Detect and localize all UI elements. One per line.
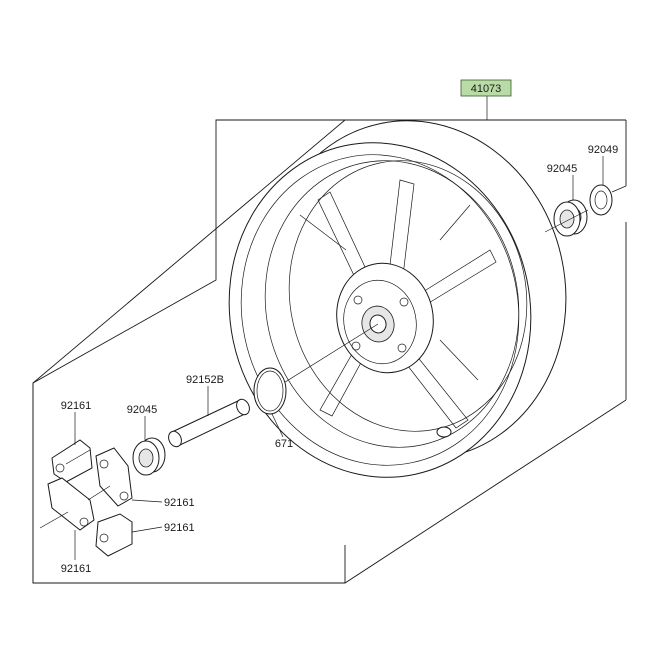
damper-top-label[interactable]: 92161 <box>61 400 92 412</box>
spokes <box>299 179 497 429</box>
bearing-left <box>132 437 166 476</box>
part-labels: 41073 92049 92045 92152B 92045 671 92161… <box>61 79 619 575</box>
valve-stem <box>436 426 452 438</box>
leader-lines <box>74 96 604 560</box>
wheel-assembly-callout-box <box>460 79 512 97</box>
damper-bottom <box>95 513 133 557</box>
damper-bottom-label[interactable]: 92161 <box>61 563 92 575</box>
spoke-5 <box>319 339 371 417</box>
o-ring <box>253 367 287 415</box>
axis-line-right <box>544 209 589 233</box>
damper-low-label[interactable]: 92161 <box>164 522 195 534</box>
assembly-frame <box>32 119 627 584</box>
axle-sleeve <box>168 398 250 448</box>
wheel-rim <box>228 120 567 478</box>
o-ring-label[interactable]: 671 <box>275 438 293 450</box>
bearing-right-label[interactable]: 92045 <box>547 163 578 175</box>
bearing-left-label[interactable]: 92045 <box>127 404 158 416</box>
bearing-right <box>553 199 588 237</box>
seal-right-label[interactable]: 92049 <box>588 144 619 156</box>
spoke-3 <box>409 249 497 313</box>
damper-top <box>51 439 93 483</box>
damper-mid <box>95 447 133 507</box>
wheel-assembly-label[interactable]: 41073 <box>471 83 502 95</box>
spoke-2 <box>387 179 415 285</box>
rim-inner-front <box>240 154 520 466</box>
axle-sleeve-label[interactable]: 92152B <box>186 374 224 386</box>
rim-well <box>264 160 520 448</box>
damper-rubbers <box>39 439 133 557</box>
frame-back-edge <box>32 119 345 384</box>
damper-mid-label[interactable]: 92161 <box>164 497 195 509</box>
hub-flange <box>343 279 417 365</box>
spoke-4 <box>393 339 469 429</box>
rim-inner-back <box>288 160 528 432</box>
damper-low <box>47 477 95 531</box>
seal-right <box>589 184 613 216</box>
spoke-1 <box>317 191 373 289</box>
axis-line-left <box>281 323 379 385</box>
